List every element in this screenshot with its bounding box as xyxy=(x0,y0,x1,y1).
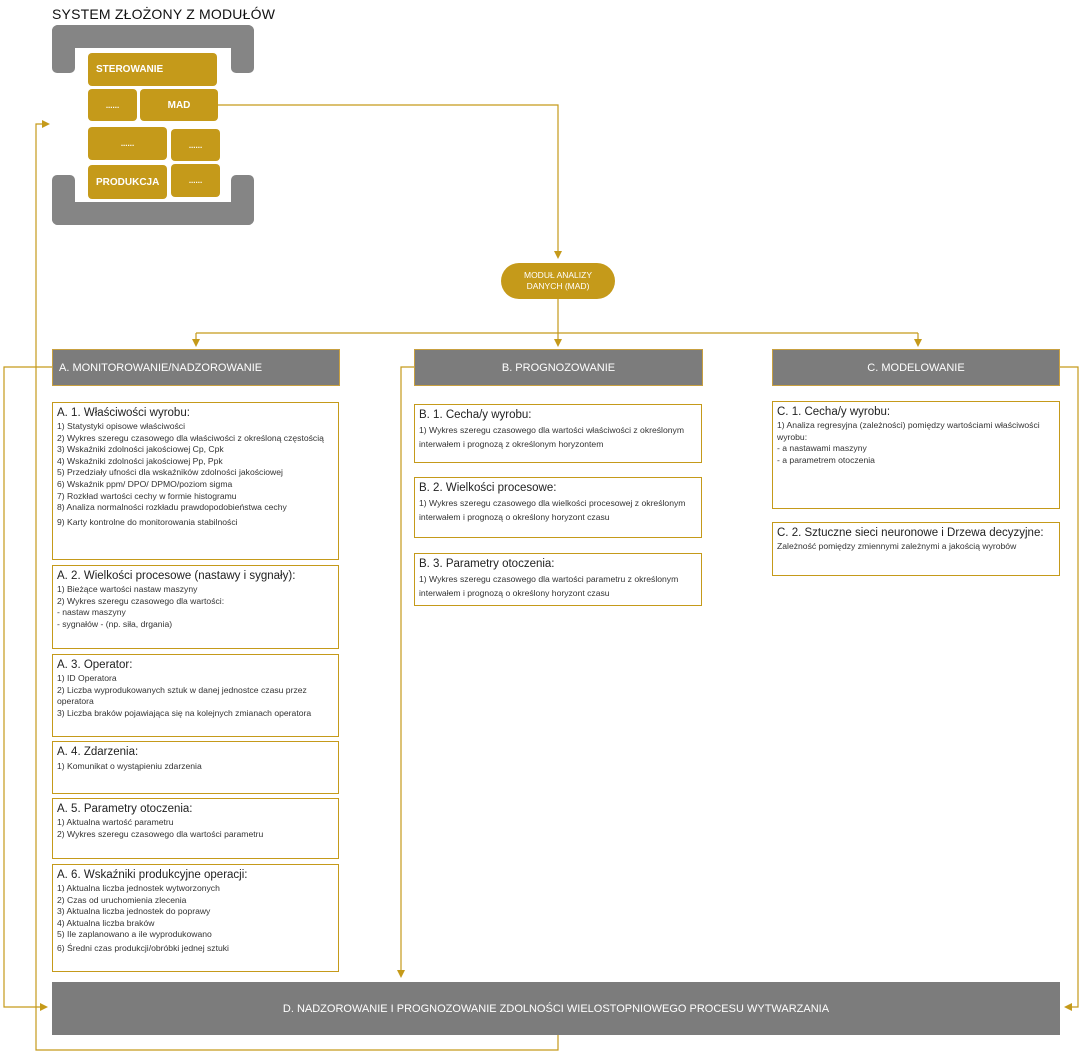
card-a3-item: 1) ID Operatora xyxy=(57,673,117,683)
feedback-arrow xyxy=(35,120,559,1051)
card-b3: B. 3. Parametry otoczenia: 1) Wykres sze… xyxy=(414,553,702,606)
card-c2-title: C. 2. Sztuczne sieci neuronowe i Drzewa … xyxy=(777,527,1044,539)
brick-mad: MAD xyxy=(140,89,218,121)
bracket-top-left-leg xyxy=(52,25,75,73)
bracket-bottom-right-leg xyxy=(231,175,254,225)
card-c1-item: - a nastawami maszyny xyxy=(777,443,867,454)
card-b1-item: 1) Wykres szeregu czasowego dla wartości… xyxy=(419,425,684,449)
card-a1: A. 1. Właściwości wyrobu: 1) Statystyki … xyxy=(52,402,339,560)
modules-bracket xyxy=(52,25,254,225)
header-prognozowanie: B. PROGNOZOWANIE xyxy=(414,349,703,386)
card-b2-item: 1) Wykres szeregu czasowego dla wielkośc… xyxy=(419,498,686,522)
card-a2-item: - sygnałów - (np. siła, drgania) xyxy=(57,618,173,629)
card-a1-item: 4) Wskaźniki zdolności jakościowej Pp, P… xyxy=(57,455,223,466)
card-b1: B. 1. Cecha/y wyrobu: 1) Wykres szeregu … xyxy=(414,404,702,463)
card-a4-item: 1) Komunikat o wystąpieniu zdarzenia xyxy=(57,761,202,771)
card-a6-item: 6) Średni czas produkcji/obróbki jednej … xyxy=(57,942,229,953)
card-a2-item: 2) Wykres szeregu czasowego dla wartości… xyxy=(57,595,225,606)
card-a6: A. 6. Wskaźniki produkcyjne operacji: 1)… xyxy=(52,864,339,972)
card-a5-item: 2) Wykres szeregu czasowego dla wartości… xyxy=(57,828,264,839)
card-a5-title: A. 5. Parametry otoczenia: xyxy=(57,803,193,815)
brick-dots-a: ...... xyxy=(88,89,137,121)
card-a6-item: 2) Czas od uruchomienia zlecenia xyxy=(57,894,187,905)
card-a6-item: 5) Ile zaplanowano a ile wyprodukowano xyxy=(57,929,212,940)
card-a1-item: 5) Przedziały ufności dla wskaźników zdo… xyxy=(57,467,283,478)
mad-module-node: MODUŁ ANALIZY DANYCH (MAD) xyxy=(501,263,615,299)
mad-module-line2: DANYCH (MAD) xyxy=(526,281,590,291)
card-a3-item: 3) Liczba braków pojawiająca się na kole… xyxy=(57,707,312,718)
card-a6-item: 1) Aktualna liczba jednostek wytworzonyc… xyxy=(57,883,220,893)
card-a3: A. 3. Operator: 1) ID Operatora 2) Liczb… xyxy=(52,654,339,737)
c-to-d-arrow xyxy=(1060,366,1079,1011)
header-modelowanie: C. MODELOWANIE xyxy=(772,349,1060,386)
b-to-d-arrow xyxy=(397,366,414,978)
bracket-bottom-left-leg xyxy=(52,175,75,225)
card-a1-item: 8) Analiza normalności rozkładu prawdopo… xyxy=(57,502,287,513)
card-b3-item: 1) Wykres szeregu czasowego dla wartości… xyxy=(419,574,679,598)
bottom-bar-nadzorowanie: D. NADZOROWANIE I PROGNOZOWANIE ZDOLNOŚC… xyxy=(52,982,1060,1035)
card-a1-item: 1) Statystyki opisowe właściwości xyxy=(57,421,185,431)
card-a3-item: 2) Liczba wyprodukowanych sztuk w danej … xyxy=(57,684,307,707)
bracket-top xyxy=(52,25,254,48)
a-to-d-arrow xyxy=(3,366,52,1011)
card-a1-item: 9) Karty kontrolne do monitorowania stab… xyxy=(57,516,238,527)
card-c1-item: - a parametrem otoczenia xyxy=(777,454,875,465)
card-c1-title: C. 1. Cecha/y wyrobu: xyxy=(777,406,891,418)
card-a2-item: 1) Bieżące wartości nastaw maszyny xyxy=(57,584,198,594)
card-a5: A. 5. Parametry otoczenia: 1) Aktualna w… xyxy=(52,798,339,859)
module-to-branches xyxy=(196,299,918,334)
brick-dots-d: ...... xyxy=(171,164,220,197)
card-a6-item: 4) Aktualna liczba braków xyxy=(57,917,155,928)
card-c2: C. 2. Sztuczne sieci neuronowe i Drzewa … xyxy=(772,522,1060,576)
card-a1-item: 6) Wskaźnik ppm/ DPO/ DPMO/poziom sigma xyxy=(57,478,233,489)
mad-to-module-arrow xyxy=(218,104,562,259)
card-a1-title: A. 1. Właściwości wyrobu: xyxy=(57,407,190,419)
bracket-bottom xyxy=(52,202,254,225)
header-monitorowanie: A. MONITOROWANIE/NADZOROWANIE xyxy=(52,349,340,386)
card-a3-title: A. 3. Operator: xyxy=(57,659,133,671)
brick-dots-c: ...... xyxy=(171,129,220,161)
card-a1-item: 3) Wskaźniki zdolności jakościowej Cp, C… xyxy=(57,444,224,455)
card-a6-title: A. 6. Wskaźniki produkcyjne operacji: xyxy=(57,869,248,881)
card-b3-title: B. 3. Parametry otoczenia: xyxy=(419,558,555,570)
card-a1-item: 2) Wykres szeregu czasowego dla właściwo… xyxy=(57,432,324,443)
brick-produkcja: PRODUKCJA xyxy=(88,165,167,199)
brick-sterowanie: STEROWANIE xyxy=(88,53,217,86)
card-b2: B. 2. Wielkości procesowe: 1) Wykres sze… xyxy=(414,477,702,538)
card-a1-item: 7) Rozkład wartości cechy w formie histo… xyxy=(57,490,237,501)
card-a2: A. 2. Wielkości procesowe (nastawy i syg… xyxy=(52,565,339,649)
bracket-top-right-leg xyxy=(231,25,254,73)
card-a2-title: A. 2. Wielkości procesowe (nastawy i syg… xyxy=(57,570,296,582)
card-c1-item: 1) Analiza regresyjna (zależności) pomię… xyxy=(777,420,1040,442)
card-a4-title: A. 4. Zdarzenia: xyxy=(57,746,139,758)
card-a6-item: 3) Aktualna liczba jednostek do poprawy xyxy=(57,906,211,917)
card-a2-item: - nastaw maszyny xyxy=(57,607,126,618)
brick-dots-b: ...... xyxy=(88,127,167,160)
card-b2-title: B. 2. Wielkości procesowe: xyxy=(419,482,557,494)
card-a5-item: 1) Aktualna wartość parametru xyxy=(57,817,174,827)
card-c1: C. 1. Cecha/y wyrobu: 1) Analiza regresy… xyxy=(772,401,1060,509)
system-title: SYSTEM ZŁOŻONY Z MODUŁÓW xyxy=(52,6,276,22)
card-b1-title: B. 1. Cecha/y wyrobu: xyxy=(419,409,532,421)
card-c2-item: Zależność pomiędzy zmiennymi zależnymi a… xyxy=(777,541,1017,551)
card-a4: A. 4. Zdarzenia: 1) Komunikat o wystąpie… xyxy=(52,741,339,794)
mad-module-line1: MODUŁ ANALIZY xyxy=(523,270,593,280)
